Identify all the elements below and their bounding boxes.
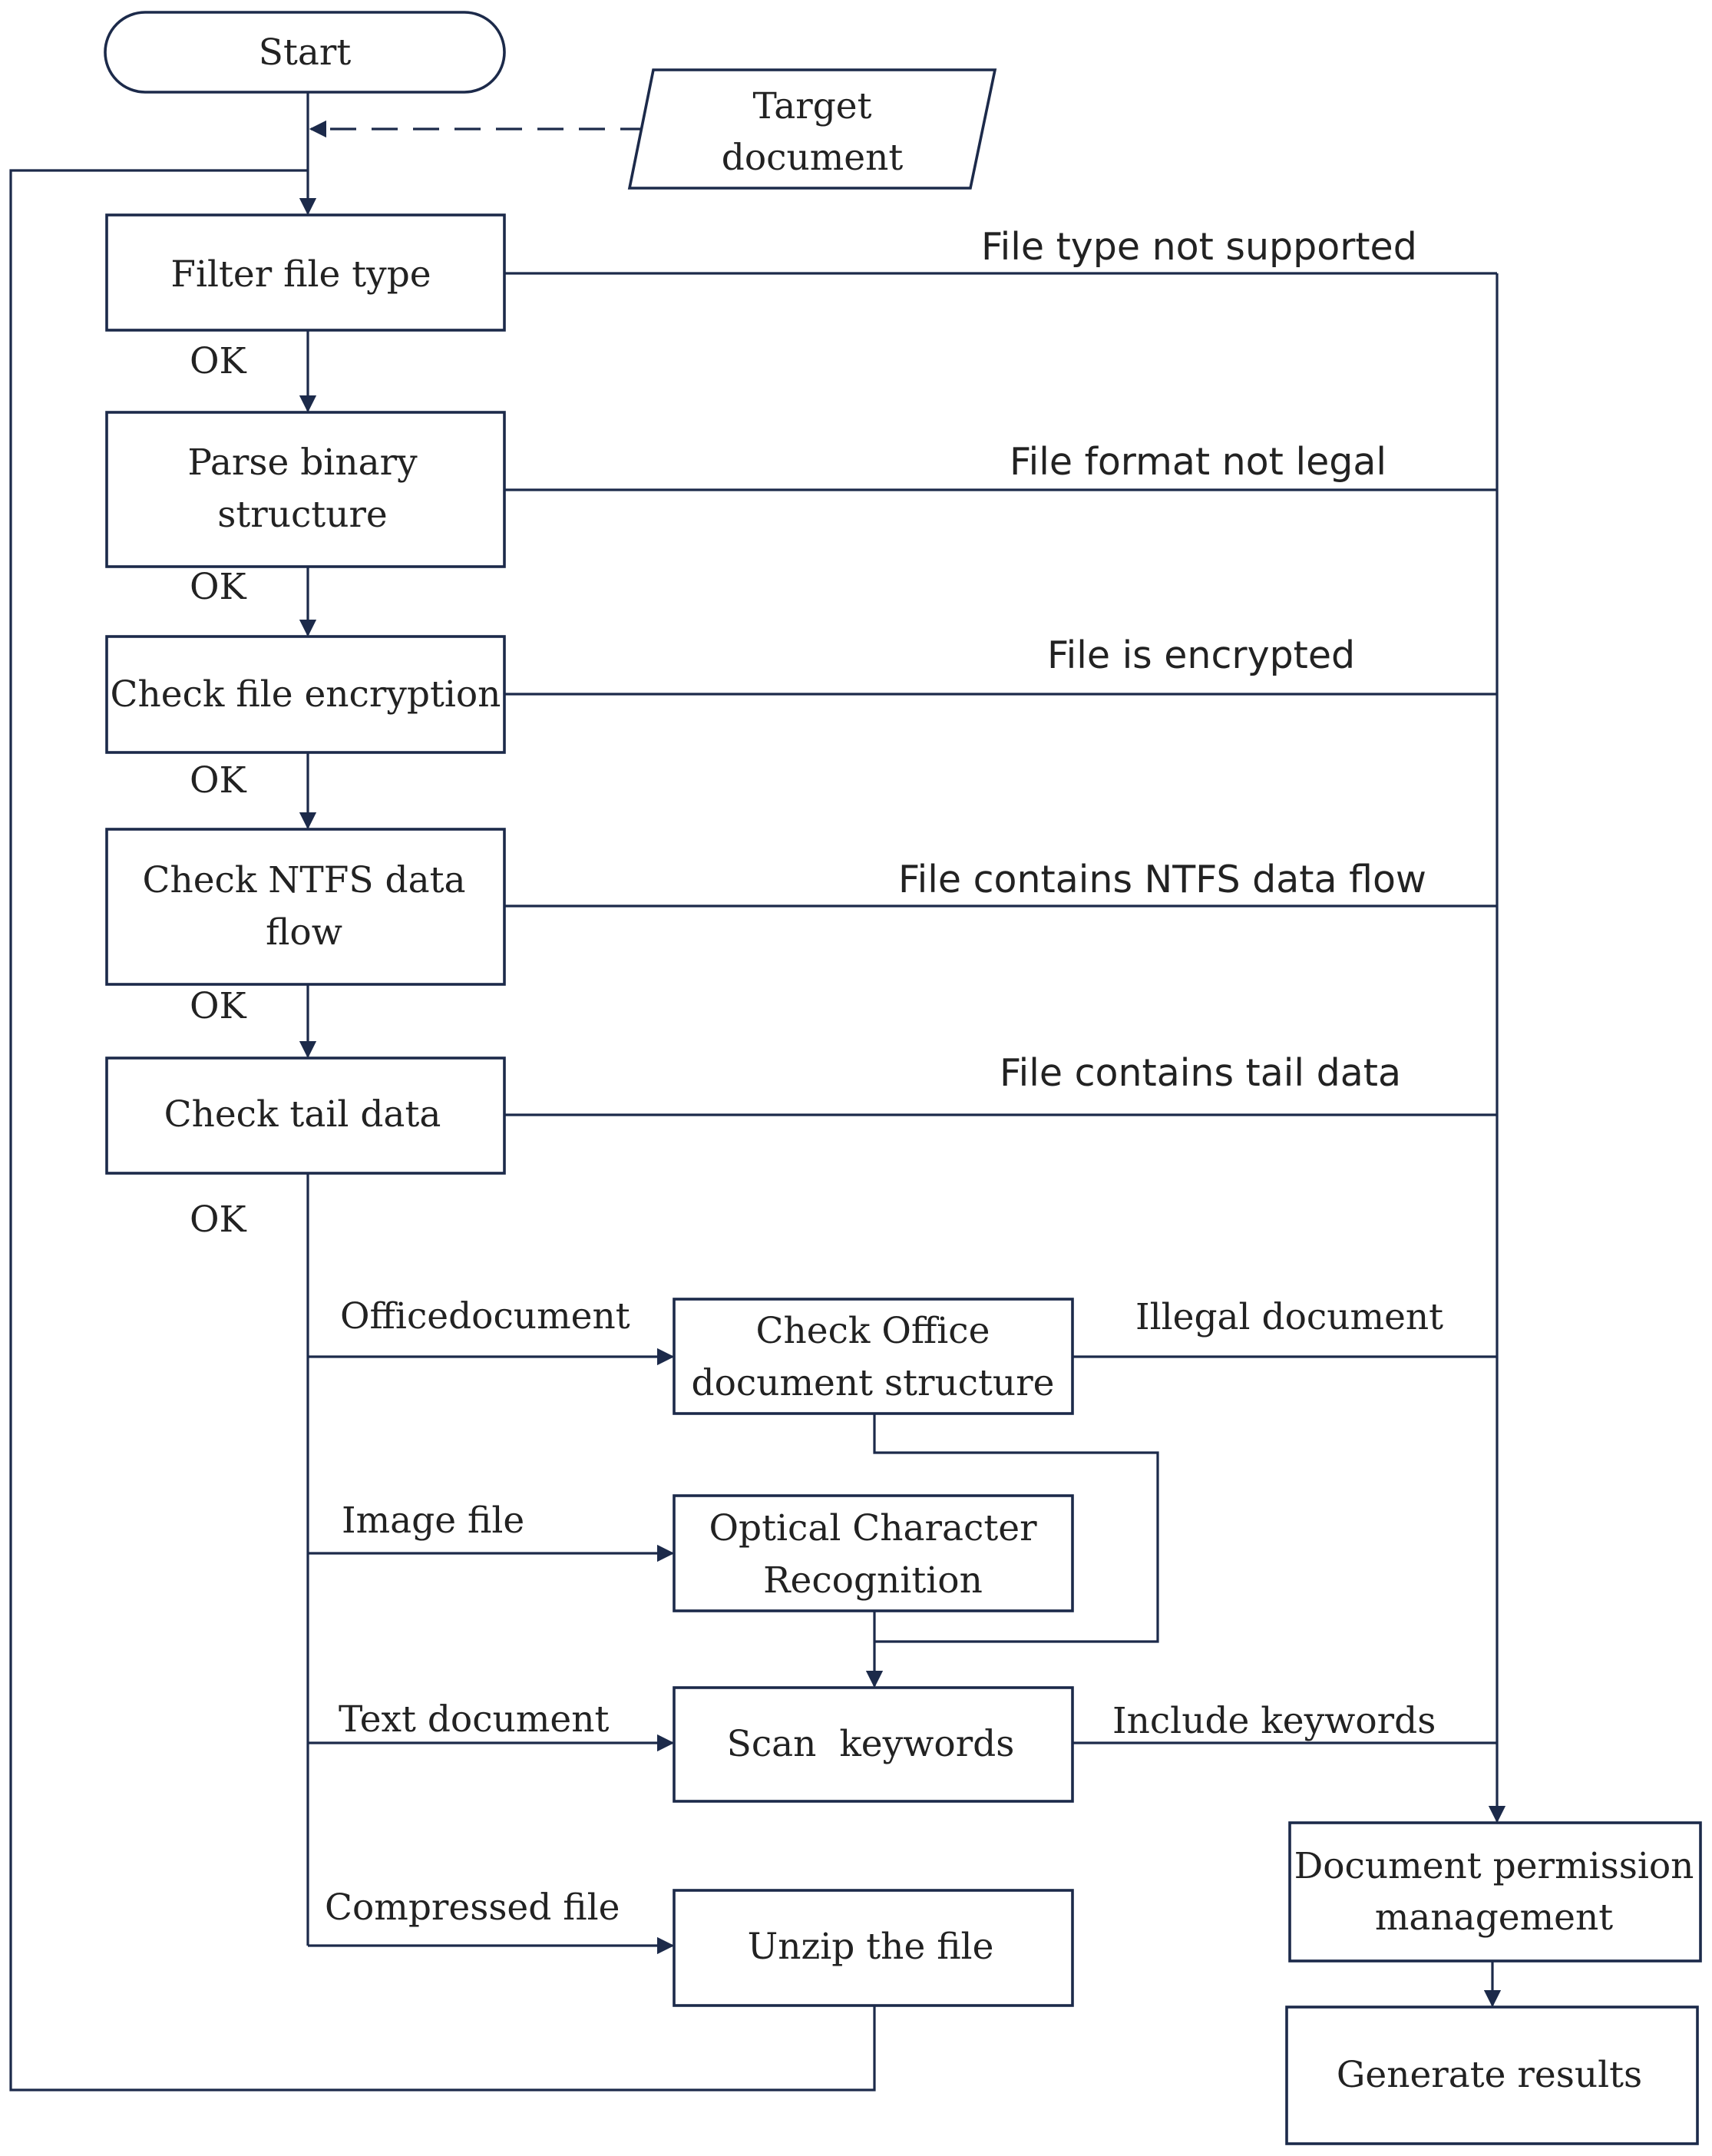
text-document-label: Text document <box>339 1698 609 1741</box>
start-label: Start <box>259 31 352 74</box>
start-node: Start <box>104 11 506 94</box>
target-document-label-line1: Target <box>753 85 872 127</box>
document-permission-management-node: Document permission management <box>1288 1821 1702 1963</box>
file-contains-ntfs-data-flow-label: File contains NTFS data flow <box>898 858 1426 901</box>
document-permission-management-label-line1: Document permission <box>1294 1845 1694 1887</box>
target-document-label-line2: document <box>722 137 904 179</box>
include-keywords-label: Include keywords <box>1112 1700 1436 1742</box>
check-office-document-structure-label-line2: document structure <box>692 1362 1055 1404</box>
ok-label-encryption: OK <box>190 759 247 802</box>
ok-label-ntfs: OK <box>190 985 247 1027</box>
check-tail-data-label: Check tail data <box>164 1093 441 1136</box>
compressed-file-label: Compressed file <box>325 1886 620 1929</box>
ok-label-tail: OK <box>190 1199 247 1241</box>
officedocument-label: Officedocument <box>340 1295 630 1338</box>
document-permission-management-label-line2: management <box>1375 1896 1613 1939</box>
check-ntfs-data-flow-label-line1: Check NTFS data <box>142 859 465 901</box>
edge-office-to-scan <box>873 1414 1159 1643</box>
file-format-not-legal-label: File format not legal <box>1010 440 1386 484</box>
check-file-encryption-label: Check file encryption <box>111 673 501 716</box>
edge-unzip-loop-back <box>9 169 876 2092</box>
scan-keywords-node: Scan keywords <box>673 1686 1074 1803</box>
image-file-label: Image file <box>342 1500 524 1542</box>
illegal-document-label: Illegal document <box>1135 1296 1443 1338</box>
parse-binary-structure-label-line1: Parse binary <box>187 441 418 484</box>
optical-character-recognition-label-line1: Optical Character <box>709 1507 1037 1549</box>
filter-file-type-node: Filter file type <box>105 213 506 332</box>
optical-character-recognition-label-line2: Recognition <box>763 1559 983 1602</box>
check-office-document-structure-label-line1: Check Office <box>756 1310 990 1352</box>
generate-results-label: Generate results <box>1337 2054 1642 2096</box>
unzip-the-file-label: Unzip the file <box>748 1926 994 1968</box>
check-tail-data-node: Check tail data <box>105 1057 506 1175</box>
parse-binary-structure-label-line2: structure <box>217 494 388 536</box>
ok-label-parse: OK <box>190 566 247 608</box>
check-file-encryption-node: Check file encryption <box>105 635 506 754</box>
generate-results-node: Generate results <box>1285 2006 1699 2145</box>
filter-file-type-label: Filter file type <box>170 253 431 296</box>
check-ntfs-data-flow-label-line2: flow <box>266 911 342 954</box>
file-contains-tail-data-label: File contains tail data <box>1000 1051 1401 1095</box>
file-type-not-supported-label: File type not supported <box>981 225 1417 269</box>
file-is-encrypted-label: File is encrypted <box>1047 633 1355 677</box>
check-ntfs-data-flow-node: Check NTFS data flow <box>105 828 506 986</box>
check-office-document-structure-node: Check Office document structure <box>673 1298 1074 1415</box>
optical-character-recognition-node: Optical Character Recognition <box>673 1494 1074 1612</box>
parse-binary-structure-node: Parse binary structure <box>105 411 506 568</box>
target-document-node: Target document <box>627 68 997 190</box>
ok-label-filter: OK <box>190 340 247 382</box>
scan-keywords-label: Scan keywords <box>727 1723 1015 1765</box>
edge-labels: OK OK OK OK OK File type not supported F… <box>190 225 1443 1929</box>
unzip-the-file-node: Unzip the file <box>673 1889 1074 2007</box>
connectors <box>9 92 1506 2092</box>
